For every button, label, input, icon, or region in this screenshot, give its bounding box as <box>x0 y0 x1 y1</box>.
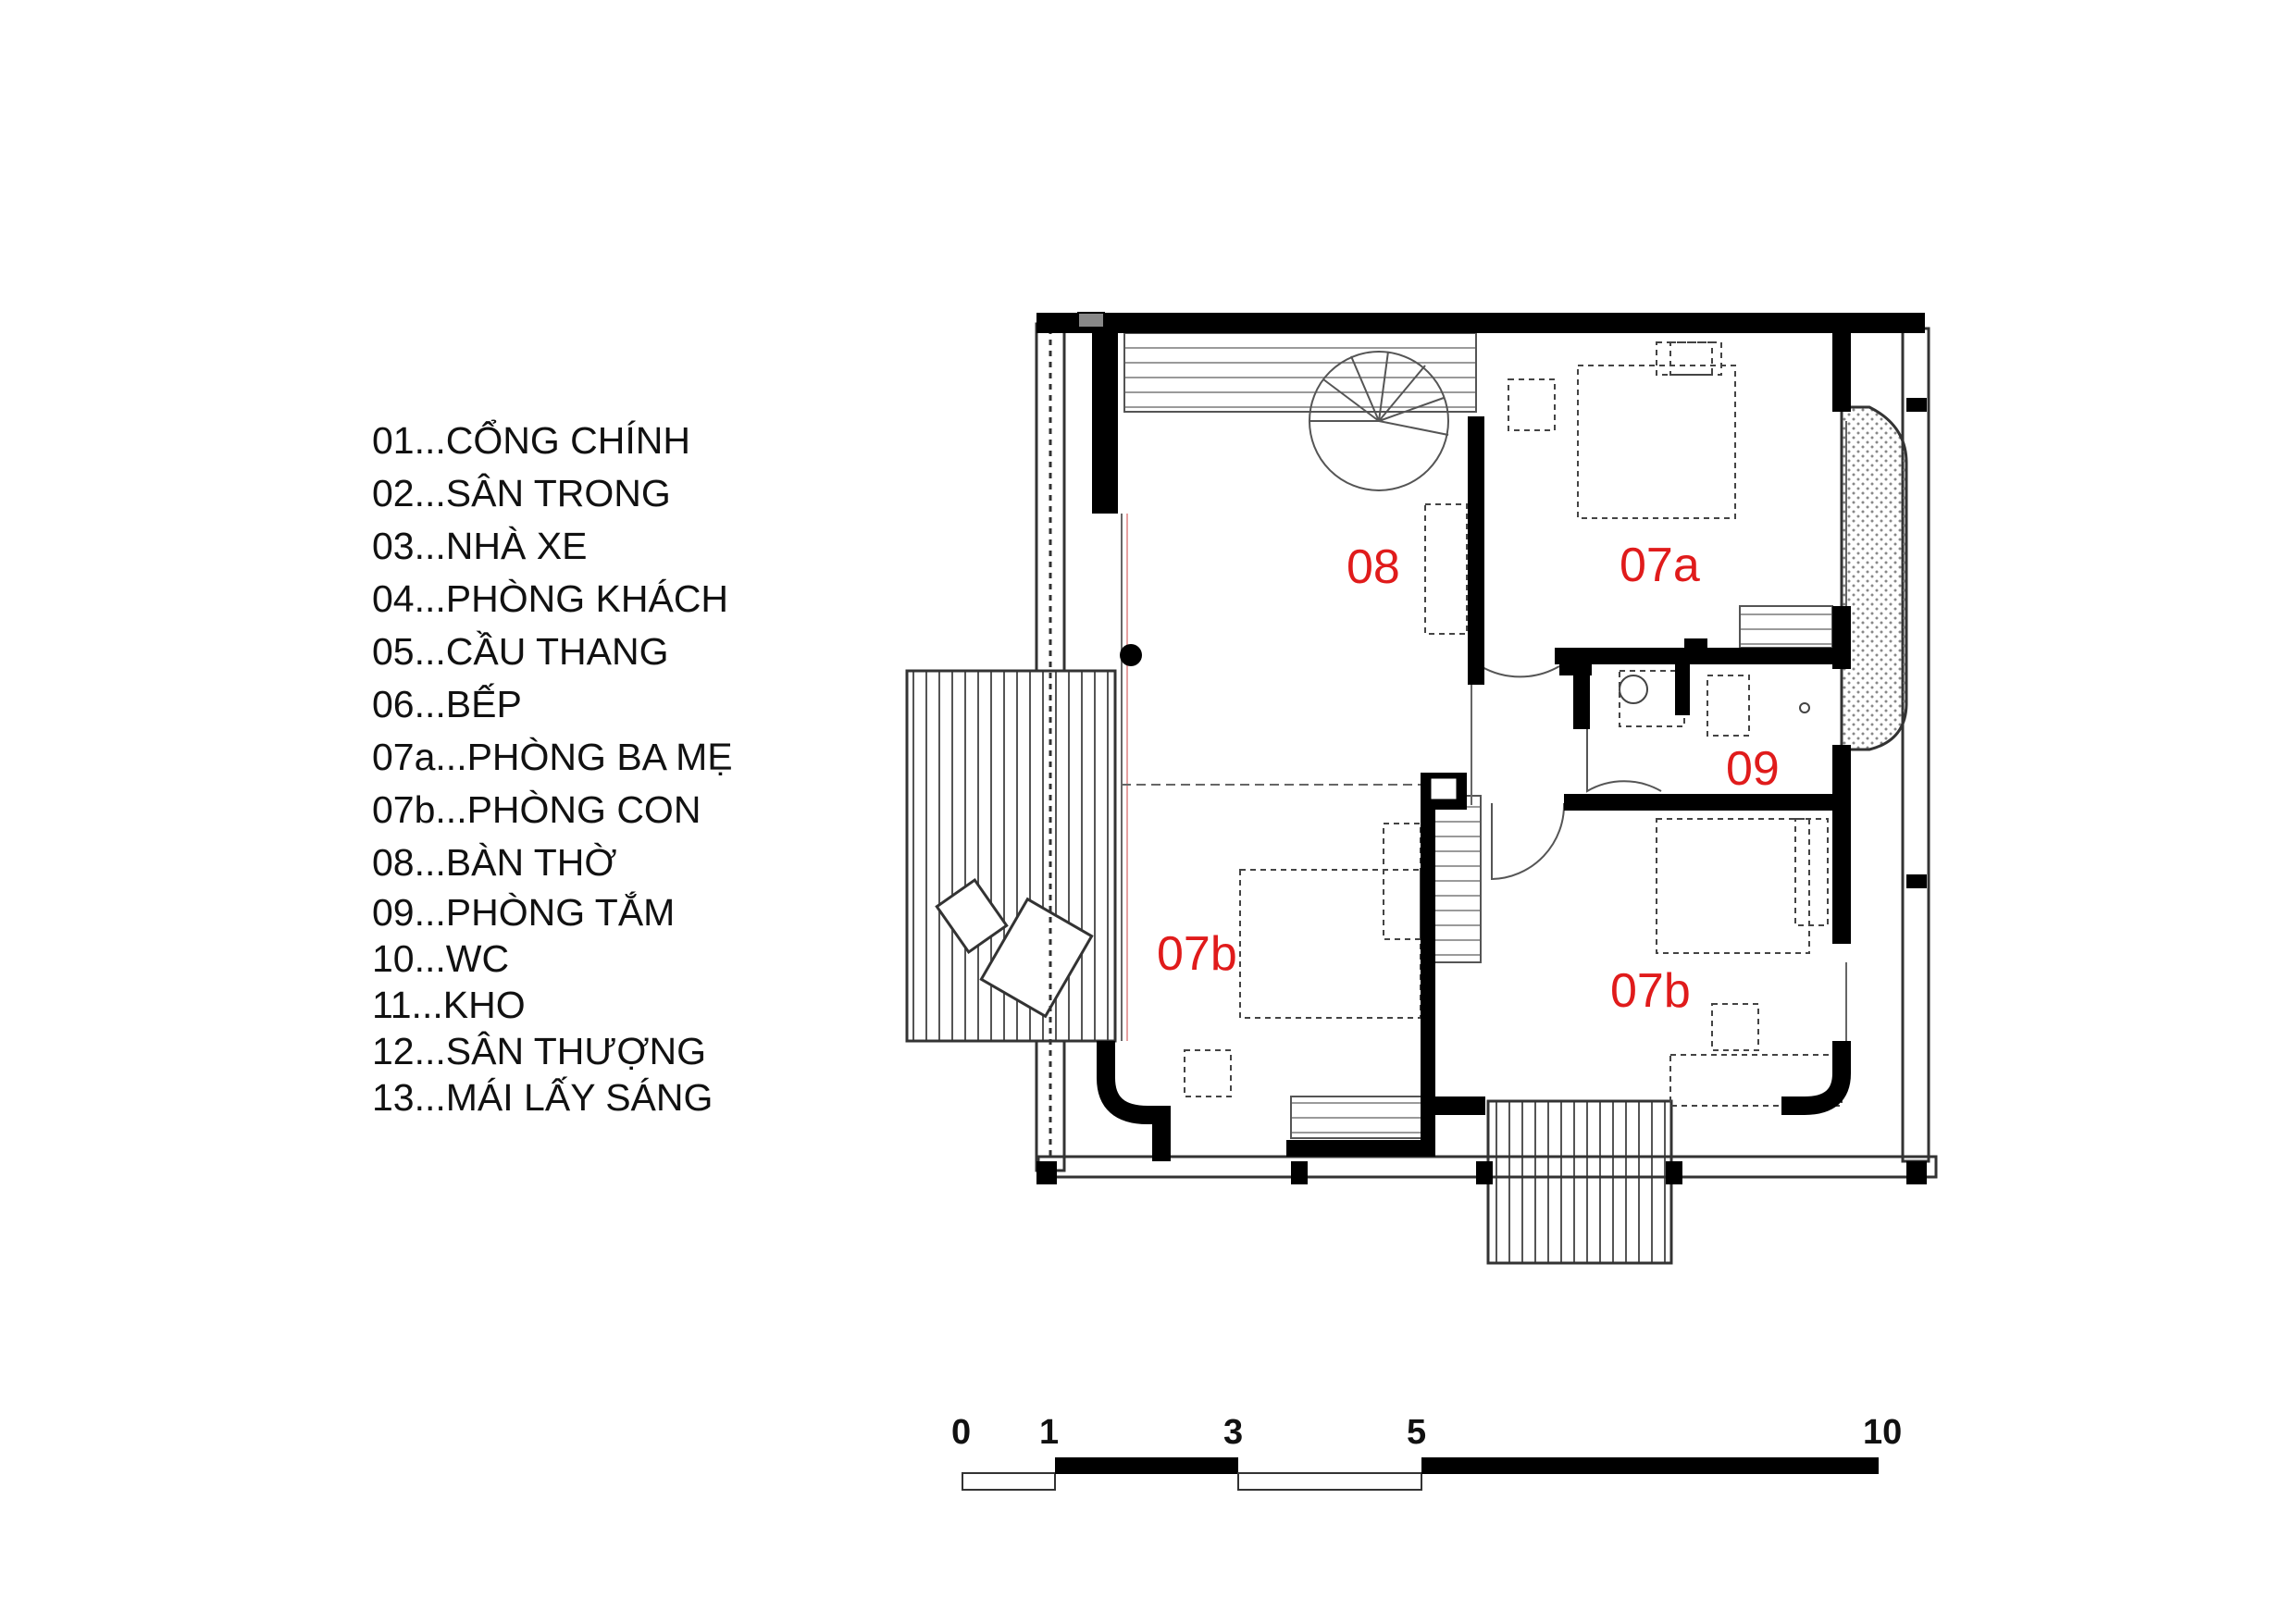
legend-item: 07a...PHÒNG BA MẸ <box>372 736 733 778</box>
room-label-parents: 07a <box>1620 539 1700 592</box>
staircase <box>1123 332 1833 1139</box>
legend-item: 10...WC <box>372 937 510 980</box>
skylight-strip <box>1840 405 1908 751</box>
legend-item: 12...SÂN THƯỢNG <box>372 1030 707 1072</box>
walls <box>1036 313 1927 1184</box>
legend-item: 11...KHO <box>372 984 526 1026</box>
legend-item: 01...CỔNG CHÍNH <box>372 419 690 462</box>
scale-bar: 0 1 3 5 10 <box>951 1413 1902 1491</box>
door-swings <box>1480 588 1662 881</box>
floor-plan: 08 07a 09 07b 07b <box>905 312 1938 1265</box>
room-label-child-left: 07b <box>1157 927 1237 981</box>
glass-partitions <box>1121 421 1847 1050</box>
balcony-railings <box>1035 322 1938 1179</box>
left-terrace-deck <box>905 669 1117 1043</box>
curved-wall-left <box>1097 1041 1171 1161</box>
scale-segment <box>962 1472 1056 1491</box>
scale-tick-1: 1 <box>1039 1413 1059 1452</box>
scale-segment <box>1421 1457 1879 1474</box>
scale-tick-5: 5 <box>1407 1413 1426 1452</box>
room-legend: 01...CỔNG CHÍNH 02...SÂN TRONG 03...NHÀ … <box>372 415 733 1121</box>
legend-item: 07b...PHÒNG CON <box>372 788 701 831</box>
scale-tick-0: 0 <box>951 1413 971 1452</box>
entrance-steps <box>1486 1099 1673 1265</box>
furniture <box>1184 341 1843 1107</box>
bathroom-fixtures <box>1619 675 1810 713</box>
curved-wall-right <box>1781 1041 1851 1115</box>
legend-item: 08...BÀN THỜ <box>372 841 617 884</box>
room-label-child-right: 07b <box>1610 964 1691 1018</box>
scale-tick-3: 3 <box>1223 1413 1243 1452</box>
scale-segment <box>1237 1472 1422 1491</box>
scale-segment <box>1055 1457 1238 1474</box>
legend-item: 02...SÂN TRONG <box>372 472 671 514</box>
legend-item: 06...BẾP <box>372 683 522 725</box>
legend-item: 05...CẦU THANG <box>372 630 669 673</box>
legend-item: 04...PHÒNG KHÁCH <box>372 577 729 620</box>
room-label-bathroom: 09 <box>1726 742 1780 796</box>
legend-item: 09...PHÒNG TẮM <box>372 891 676 934</box>
column-marker <box>1120 644 1142 666</box>
scale-tick-10: 10 <box>1863 1413 1902 1452</box>
legend-item: 03...NHÀ XE <box>372 525 588 567</box>
legend-item: 13...MÁI LẤY SÁNG <box>372 1076 714 1119</box>
room-label-altar: 08 <box>1347 540 1400 594</box>
